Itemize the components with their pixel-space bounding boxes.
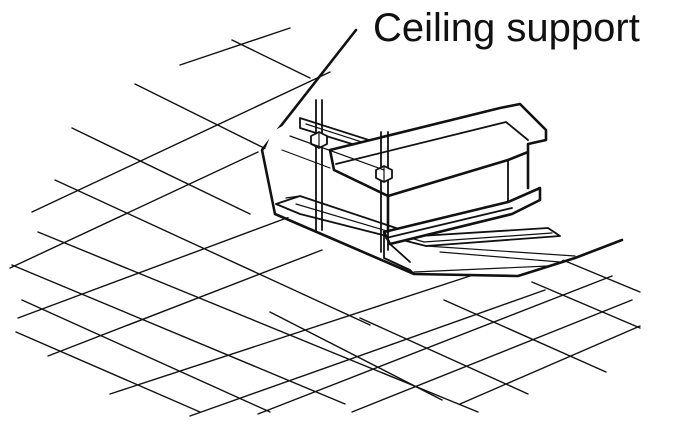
grid-line (15, 331, 201, 413)
grid-line (531, 281, 641, 329)
beam-detail (281, 135, 385, 199)
grid-line (269, 311, 443, 401)
grid-line (134, 83, 269, 151)
grid-line (459, 325, 641, 405)
main-beam-bottom-edge (423, 232, 553, 243)
lower-rail (413, 265, 549, 273)
grid-line (9, 151, 259, 269)
rod-nuts (310, 131, 393, 183)
grid-line (179, 27, 291, 66)
grid-line (31, 71, 331, 213)
grid-line (231, 39, 311, 79)
grid-line (47, 249, 323, 357)
grid-line (71, 127, 251, 215)
cross-channel-upper-edge (335, 121, 529, 165)
grid-line (189, 289, 546, 417)
beam-detail-line (281, 149, 331, 169)
grid-line (54, 179, 371, 326)
beam-detail-line (289, 135, 385, 171)
grid-line (359, 317, 529, 395)
lower-rail (439, 251, 561, 263)
cross-channel-end-bottom (383, 231, 415, 275)
grid-line (37, 231, 479, 413)
cross-channel-front-lower (389, 243, 411, 263)
grid-line (557, 257, 641, 293)
grid-line (443, 299, 607, 373)
grid-line (11, 264, 346, 405)
callout-label-ceiling-support: Ceiling support (373, 6, 640, 50)
ceiling-grid (9, 27, 641, 417)
cross-channel-bottom-edge (385, 207, 513, 239)
grid-line (17, 215, 293, 319)
grid-line (21, 299, 271, 413)
cross-channel-edge (333, 169, 389, 197)
grid-line (351, 299, 633, 413)
lower-rail (425, 245, 576, 257)
grid-line (257, 275, 613, 415)
beam-detail-line (285, 195, 301, 199)
grid-line (109, 275, 471, 395)
main-beam-bottom-flange (275, 195, 561, 247)
